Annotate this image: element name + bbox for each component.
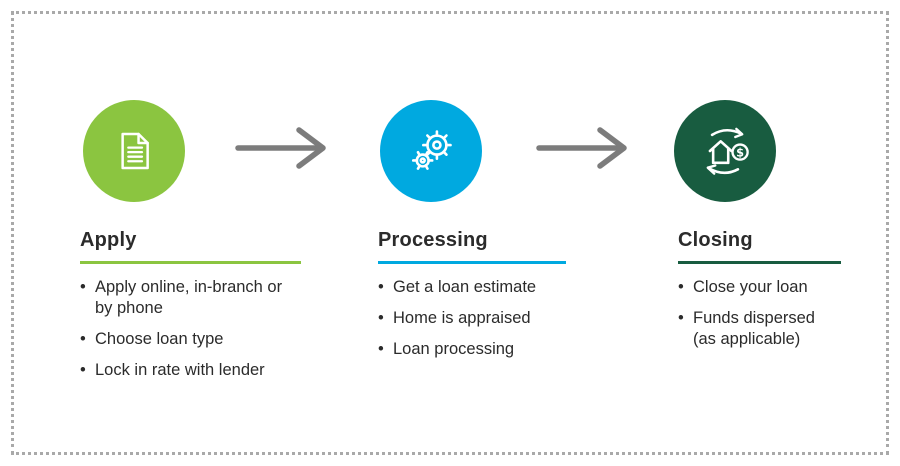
closing-title: Closing	[678, 229, 841, 264]
list-item: Home is appraised	[378, 308, 566, 329]
closing-step-text: Closing Close your loan Funds dispersed …	[678, 229, 841, 360]
closing-bullet-list: Close your loan Funds dispersed (as appl…	[678, 277, 841, 350]
svg-text:$: $	[736, 146, 744, 159]
list-item: Lock in rate with lender	[80, 360, 301, 381]
arrow-processing-to-closing	[536, 126, 636, 170]
apply-step-circle	[83, 100, 185, 202]
processing-step-text: Processing Get a loan estimate Home is a…	[378, 229, 566, 370]
gears-icon	[405, 125, 457, 177]
list-item: Close your loan	[678, 277, 841, 298]
house-dollar-icon: $	[697, 123, 753, 179]
list-item: Get a loan estimate	[378, 277, 566, 298]
list-item: Apply online, in-branch or by phone	[80, 277, 301, 319]
closing-step-circle: $	[674, 100, 776, 202]
processing-step-circle	[380, 100, 482, 202]
document-icon	[109, 126, 159, 176]
apply-title: Apply	[80, 229, 301, 264]
processing-bullet-list: Get a loan estimate Home is appraised Lo…	[378, 277, 566, 360]
list-item: Funds dispersed (as applicable)	[678, 308, 841, 350]
list-item: Loan processing	[378, 339, 566, 360]
list-item: Choose loan type	[80, 329, 301, 350]
processing-title: Processing	[378, 229, 566, 264]
apply-bullet-list: Apply online, in-branch or by phone Choo…	[80, 277, 301, 382]
apply-step-text: Apply Apply online, in-branch or by phon…	[80, 229, 301, 391]
arrow-apply-to-processing	[235, 126, 335, 170]
